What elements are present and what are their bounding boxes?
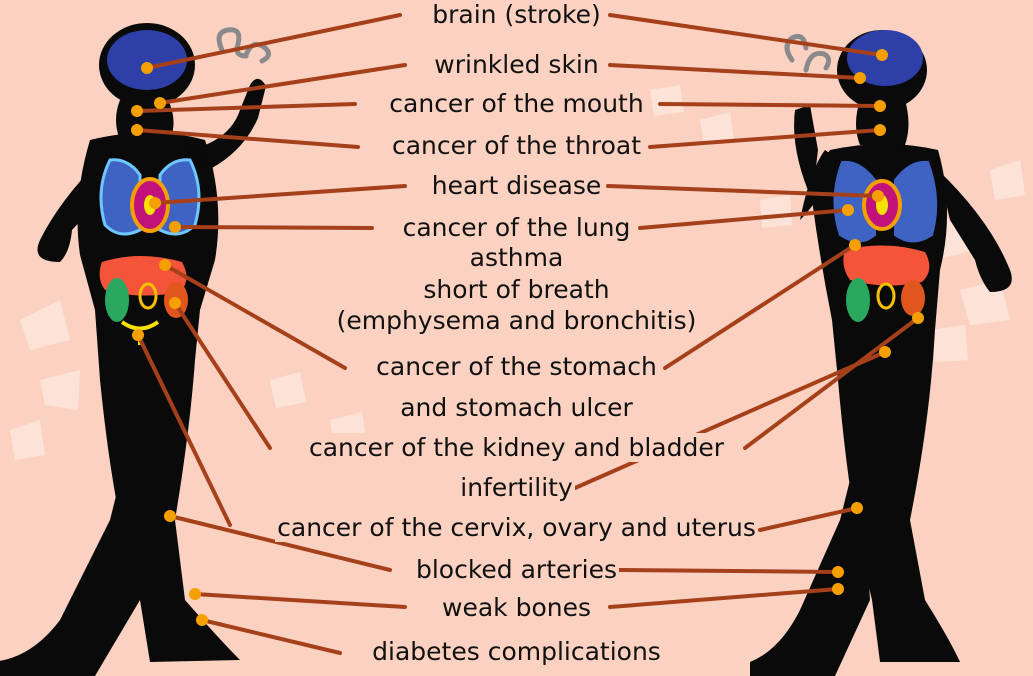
label-emphysema: (emphysema and bronchitis)	[0, 306, 1033, 336]
label-blocked-arteries: blocked arteries	[0, 555, 1033, 585]
label-stomach-cancer: cancer of the stomach	[0, 352, 1033, 382]
label-cervix-cancer: cancer of the cervix, ovary and uterus	[0, 513, 1033, 543]
label-mouth-cancer: cancer of the mouth	[0, 89, 1033, 119]
label-lung-cancer: cancer of the lung	[0, 213, 1033, 243]
label-short-of-breath: short of breath	[0, 275, 1033, 305]
label-infertility: infertility	[0, 473, 1033, 503]
label-throat-cancer: cancer of the throat	[0, 131, 1033, 161]
label-stomach-ulcer: and stomach ulcer	[0, 393, 1033, 423]
label-kidney-bladder-cancer: cancer of the kidney and bladder	[0, 433, 1033, 463]
label-wrinkled-skin: wrinkled skin	[0, 50, 1033, 80]
label-brain: brain (stroke)	[0, 0, 1033, 30]
label-weak-bones: weak bones	[0, 593, 1033, 623]
label-asthma: asthma	[0, 243, 1033, 273]
label-heart-disease: heart disease	[0, 171, 1033, 201]
label-diabetes: diabetes complications	[0, 637, 1033, 667]
